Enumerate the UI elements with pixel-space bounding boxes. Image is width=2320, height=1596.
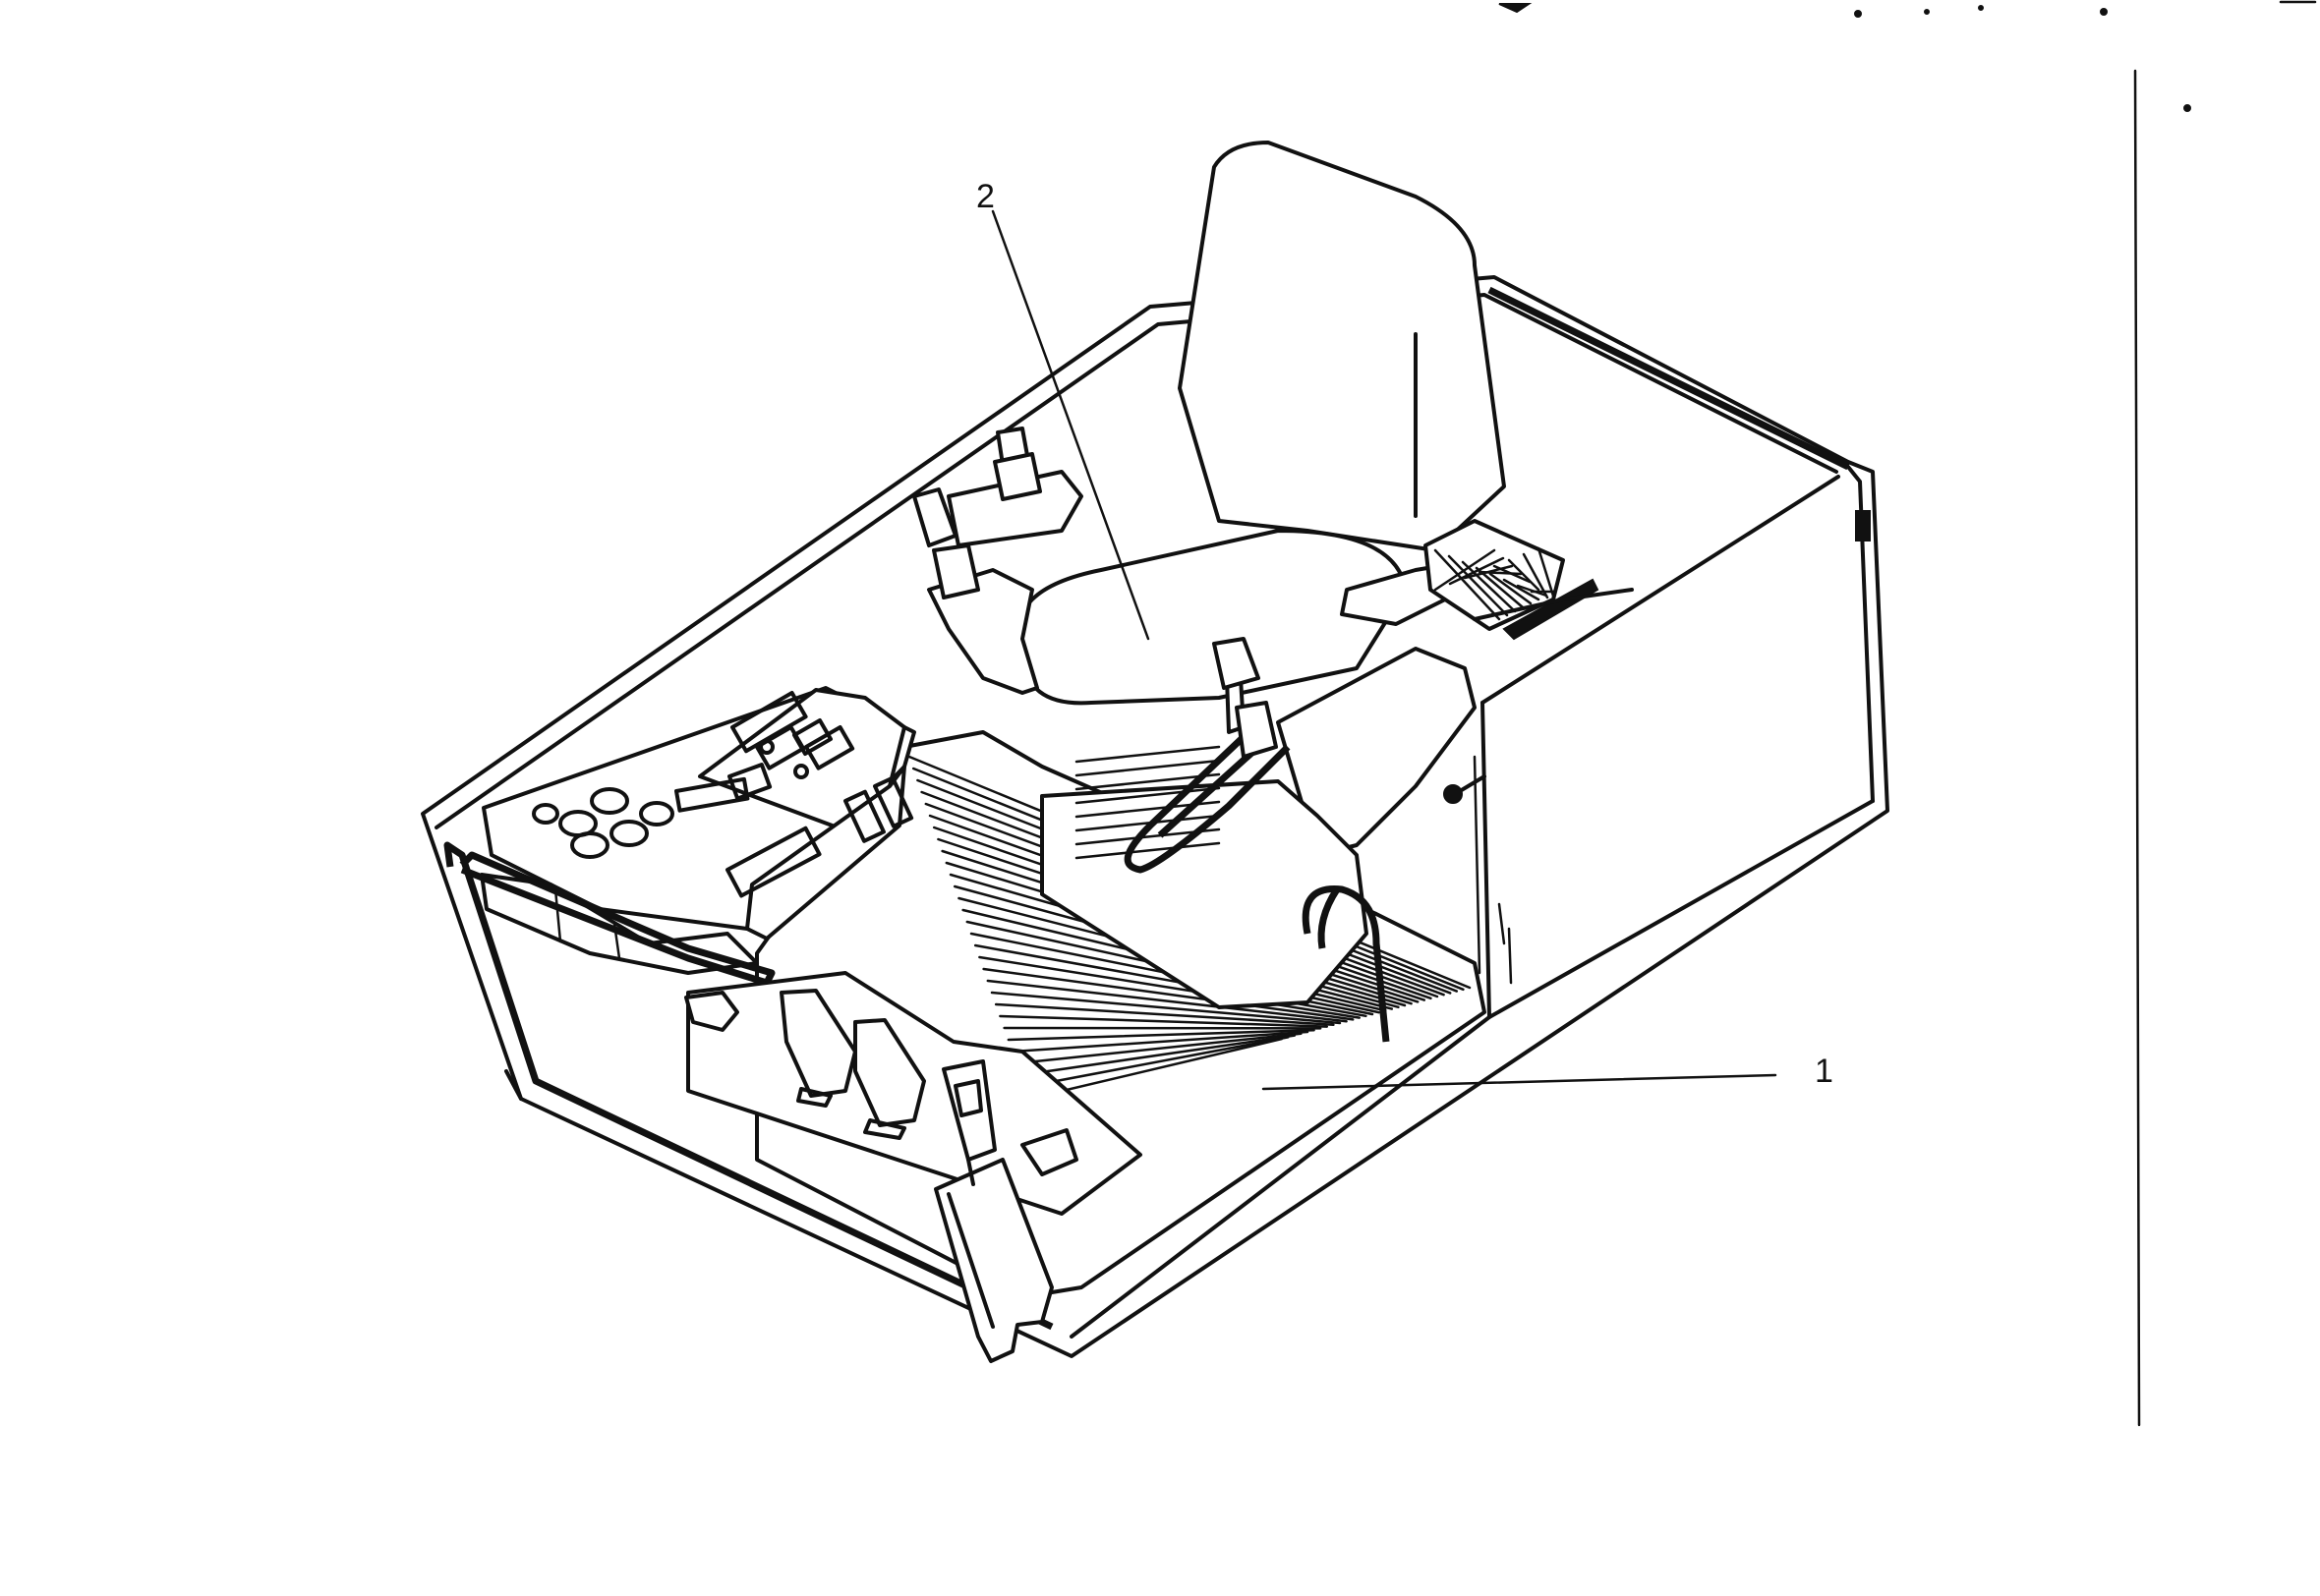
- left-console: [459, 686, 916, 987]
- pattern-line: [1074, 745, 1221, 764]
- pattern-line: [1475, 566, 1525, 609]
- pattern-line: [1074, 814, 1221, 832]
- pattern-line: [1448, 556, 1505, 586]
- pattern-line: [1488, 572, 1533, 605]
- pattern-line: [1074, 841, 1221, 860]
- pattern-line: [1007, 1028, 1315, 1042]
- pattern-line: [1522, 552, 1549, 599]
- pattern-line: [1074, 772, 1221, 791]
- rear-joystick: [993, 427, 1042, 501]
- pattern-line: [1023, 1036, 1290, 1089]
- pattern-line: [1074, 759, 1221, 777]
- pattern-line: [1074, 786, 1221, 805]
- pattern-line: [994, 1002, 1335, 1027]
- pattern-line: [1492, 564, 1532, 584]
- callout-1-label: 1: [1815, 1053, 1833, 1090]
- pattern-line: [986, 979, 1348, 1023]
- pattern-line: [1015, 1032, 1303, 1065]
- pattern-line: [1027, 1037, 1283, 1101]
- pattern-line: [990, 991, 1342, 1025]
- pattern-line: [1433, 548, 1496, 592]
- scan-artifacts: [1498, 0, 2317, 1427]
- pattern-line: [1433, 548, 1501, 621]
- pattern-line: [1019, 1034, 1297, 1077]
- right-joystick: [1212, 637, 1278, 759]
- pattern-line: [999, 1014, 1329, 1028]
- callout-2-label: 2: [976, 178, 995, 215]
- pattern-line: [982, 967, 1355, 1021]
- travel-lever: [934, 1059, 1054, 1363]
- pedals: [684, 971, 1142, 1216]
- pattern-line: [1507, 558, 1540, 592]
- callout-1: 1: [1261, 1053, 1833, 1091]
- callout-2: 2: [976, 178, 1150, 641]
- operator-seat: [912, 141, 1634, 1043]
- left-joystick: [912, 487, 980, 599]
- pattern-line: [1011, 1030, 1309, 1054]
- pattern-line: [1447, 554, 1509, 617]
- pattern-line: [1537, 546, 1558, 607]
- pattern-line: [1502, 578, 1540, 601]
- pattern-line: [978, 955, 1362, 1019]
- pattern-line: [1461, 560, 1517, 613]
